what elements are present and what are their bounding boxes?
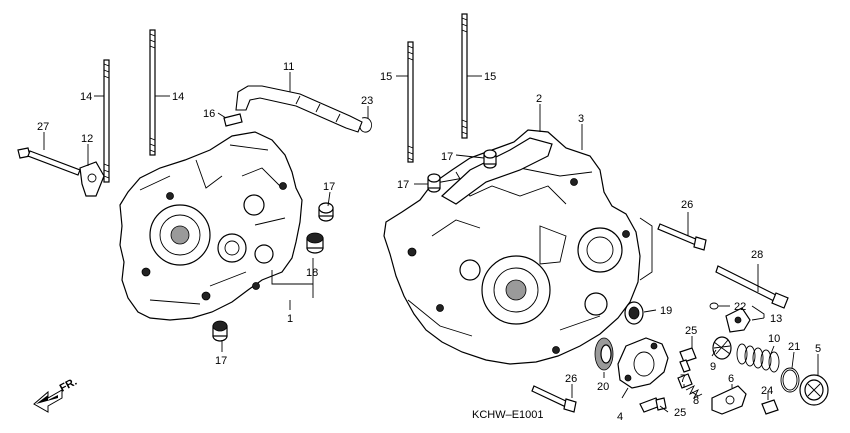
callout-24: 24 [761,385,773,397]
hose-clamp-12 [79,161,105,197]
callout-23: 23 [361,95,373,107]
callout-17-left-top: 17 [323,181,335,193]
stud-bolt-left-2 [149,29,156,156]
front-arrow-icon [33,389,63,413]
flange-bolt-26-upper [657,223,707,251]
callout-11: 11 [283,61,294,73]
breather-hose-11 [235,85,363,133]
filter-screen-9 [712,336,732,360]
callout-18: 18 [306,267,318,279]
callout-14-left: 14 [80,91,92,103]
leader-lines [43,72,819,413]
callout-25-lower: 25 [674,407,686,419]
callout-17-right-a: 17 [441,151,453,163]
callout-20: 20 [597,381,609,393]
callout-10: 10 [768,333,780,345]
flange-bolt-27 [17,147,81,176]
pin-7 [677,373,693,389]
dowel-pin-18 [306,232,324,254]
pump-cover-4 [617,337,669,389]
o-ring-22 [709,302,719,310]
front-label: FR. [58,376,79,395]
bolt-25-lower [639,397,667,413]
callout-13: 13 [770,313,782,325]
dowel-pin-17-right-a [483,149,497,169]
oil-seal-19 [624,301,644,325]
stud-bolt-right-2 [461,13,468,139]
lever-6 [711,385,747,415]
callout-3: 3 [578,113,584,125]
callout-12: 12 [81,133,93,145]
callout-17-right-b: 17 [397,179,409,191]
callout-26-lower: 26 [565,373,577,385]
o-ring-21 [780,367,800,393]
dowel-pin-17-right-b [427,173,441,193]
callout-2: 2 [536,93,542,105]
spring-10 [736,343,780,373]
flange-bolt-26-lower [531,385,577,413]
diagram-code: KCHW–E1001 [472,409,544,421]
callout-17-left-bottom: 17 [215,355,227,367]
callout-8: 8 [693,395,699,407]
callout-1: 1 [287,313,293,325]
left-crankcase-half [119,131,303,321]
callout-6: 6 [728,373,734,385]
fitting-13 [725,307,751,333]
stud-bolt-left-1 [103,59,110,183]
callout-14-right: 14 [172,91,184,103]
callout-19: 19 [660,305,672,317]
drain-cap-5 [799,374,829,406]
callout-16: 16 [203,108,215,120]
callout-15-left: 15 [380,71,392,83]
callout-labels: 27 12 14 14 11 16 23 17 18 1 17 15 15 2 … [37,61,821,423]
callout-28: 28 [751,249,763,261]
dowel-pin-17-left-top [318,202,334,222]
bolt-24 [761,399,779,415]
callout-21: 21 [788,341,800,353]
oil-seal-20 [594,337,614,371]
flange-bolt-28 [715,265,789,309]
callout-26-upper: 26 [681,199,693,211]
callout-25-upper: 25 [685,325,697,337]
callout-15-right: 15 [484,71,496,83]
callout-4: 4 [617,411,623,423]
bolt-25-upper [679,347,697,373]
stud-bolt-right-1 [407,41,414,163]
clip-23 [359,117,373,133]
callout-7: 7 [680,373,686,385]
spring-8 [685,384,703,400]
callout-27: 27 [37,121,49,133]
callout-22: 22 [734,301,746,313]
clip-16 [223,113,243,127]
callout-5: 5 [815,343,821,355]
front-direction-indicator: FR. [33,376,79,413]
callout-9: 9 [710,361,716,373]
dowel-pin-17-left-bottom [212,320,228,342]
